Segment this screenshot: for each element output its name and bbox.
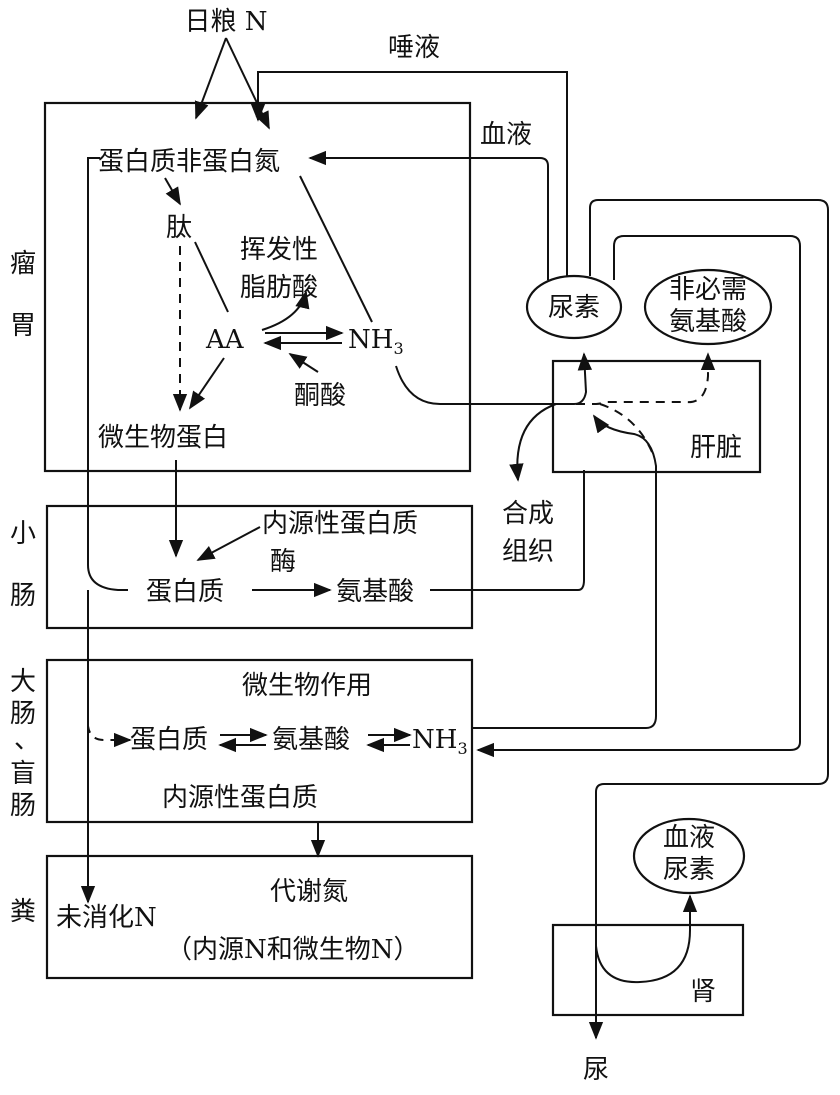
blood-urea-label-line2: 尿素 — [663, 855, 715, 885]
large-intestine-side-label-3: 、 — [14, 725, 40, 755]
urea-ellipse — [525, 274, 623, 340]
enzyme-label: 酶 — [270, 547, 296, 577]
blood-urea-ellipse — [632, 817, 746, 895]
large-intestine-box — [45, 658, 474, 824]
synthesis-tissue-label-line1: 合成 — [502, 499, 554, 529]
feces-box — [45, 854, 474, 980]
endogenous-protein-label-li: 内源性蛋白质 — [162, 783, 318, 813]
amino-acid-label-li: 氨基酸 — [272, 725, 350, 755]
saliva-label: 唾液 — [388, 33, 440, 63]
nonessential-aa-label-line2: 氨基酸 — [669, 307, 747, 337]
protein-npn-label: 蛋白质非蛋白氮 — [98, 147, 280, 177]
kidney-label: 肾 — [690, 977, 716, 1007]
rumen-nh3-label: NH3 — [348, 325, 404, 358]
blood-label: 血液 — [480, 120, 532, 150]
small-intestine-box — [45, 504, 474, 630]
microbial-protein-label: 微生物蛋白 — [98, 423, 228, 453]
microbial-action-label: 微生物作用 — [242, 671, 372, 701]
large-intestine-side-label-1: 大 — [10, 667, 36, 697]
feces-side-label: 粪 — [10, 897, 36, 927]
rumen-side-label-1: 瘤 — [10, 249, 36, 279]
synthesis-tissue-label-line2: 组织 — [502, 537, 554, 567]
undigested-n-label: 未消化N — [56, 903, 157, 933]
endogenous-protein-label-si: 内源性蛋白质 — [262, 509, 418, 539]
vfa-label-line2: 脂肪酸 — [240, 273, 318, 303]
large-intestine-side-label-4: 盲 — [10, 759, 36, 789]
nonessential-aa-ellipse — [643, 268, 773, 346]
kidney-box — [551, 923, 745, 1017]
large-intestine-side-label-5: 肠 — [10, 791, 36, 821]
nonessential-aa-label-line1: 非必需 — [669, 275, 747, 305]
urine-label: 尿 — [583, 1055, 609, 1085]
small-intestine-side-label-1: 小 — [10, 519, 36, 549]
peptide-label: 肽 — [166, 213, 192, 243]
liver-label: 肝脏 — [690, 433, 742, 463]
keto-acid-label: 酮酸 — [294, 381, 346, 411]
metabolic-n-label: 代谢氮 — [270, 877, 348, 907]
dietary-n-label: 日粮 N — [184, 7, 267, 37]
blood-urea-label-line1: 血液 — [663, 823, 715, 853]
amino-acid-label-si: 氨基酸 — [336, 577, 414, 607]
large-intestine-side-label-2: 肠 — [10, 699, 36, 729]
urea-label: 尿素 — [548, 293, 600, 323]
rumen-side-label-2: 胃 — [10, 311, 36, 341]
metabolic-n-detail-label: （内源N和微生物N） — [166, 935, 420, 965]
protein-label-li: 蛋白质 — [130, 725, 208, 755]
protein-label-si: 蛋白质 — [146, 577, 224, 607]
aa-label: AA — [205, 325, 245, 355]
li-nh3-label: NH3 — [412, 725, 468, 758]
small-intestine-side-label-2: 肠 — [10, 581, 36, 611]
vfa-label-line1: 挥发性 — [240, 235, 318, 265]
flow-arrows — [80, 37, 829, 1040]
